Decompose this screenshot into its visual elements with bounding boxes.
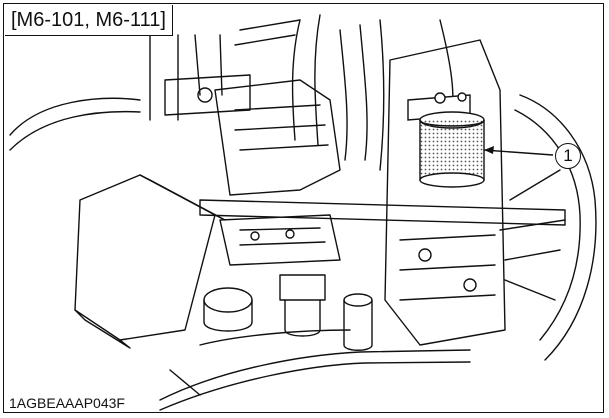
callout-number: 1 [555, 143, 581, 169]
transmission-housing-icon [384, 39, 506, 346]
figure-frame [3, 3, 604, 413]
support-bar-icon [199, 199, 566, 226]
callout-leader-line-icon [483, 149, 554, 156]
coolant-hose-icon [9, 97, 141, 151]
engine-block-icon [214, 14, 385, 196]
frame-pillars-icon [149, 34, 251, 121]
water-separator-icon [343, 293, 373, 351]
model-label: [M6-101, M6-111] [5, 5, 173, 36]
injection-pump-icon [219, 214, 341, 266]
side-cover-icon [74, 174, 226, 349]
fuel-filter-cartridge-icon [407, 92, 485, 188]
wiring-harness-icon [159, 349, 471, 411]
oil-filter-icon [203, 287, 253, 332]
cooling-fan-icon [499, 94, 597, 361]
figure-code: 1AGBEAAAP043F [6, 394, 128, 412]
